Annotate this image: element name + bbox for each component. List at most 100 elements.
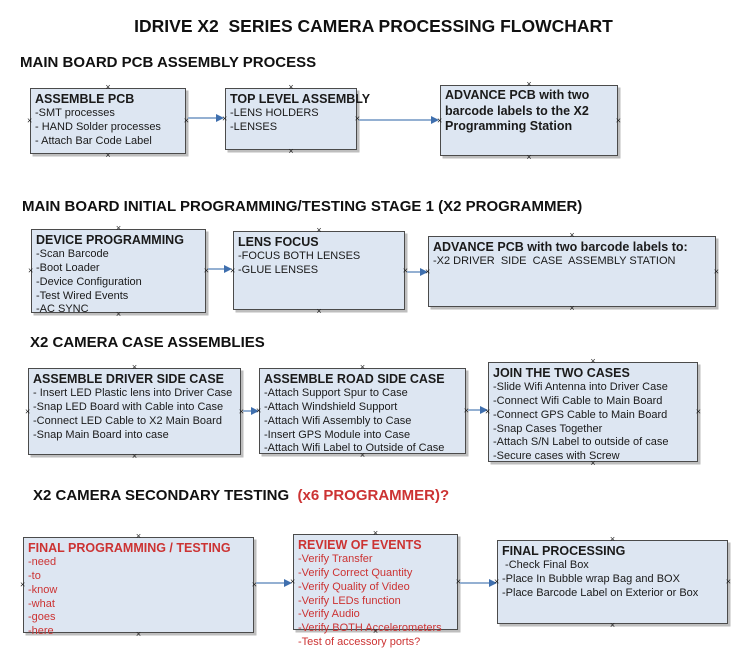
- section-header-initial-programming: MAIN BOARD INITIAL PROGRAMMING/TESTING S…: [22, 198, 583, 215]
- connection-handle-icon: [316, 307, 321, 316]
- section-header-secondary-testing: X2 CAMERA SECONDARY TESTING (x6 PROGRAMM…: [33, 487, 449, 504]
- arrow-head-icon: [480, 405, 488, 414]
- flow-arrow: [459, 578, 497, 588]
- box-title: ASSEMBLE ROAD SIDE CASE: [264, 372, 445, 386]
- box-line: -LENSES: [230, 121, 278, 133]
- flow-box-lens-focus: LENS FOCUS -FOCUS BOTH LENSES -GLUE LENS…: [233, 231, 405, 310]
- section-header-red-part: (x6 PROGRAMMER)?: [293, 487, 450, 504]
- arrow-line: [256, 582, 286, 584]
- box-line: -Slide Wifi Antenna into Driver Case: [493, 381, 668, 394]
- box-title: DEVICE PROGRAMMING: [36, 233, 184, 247]
- flow-arrow: [187, 113, 224, 123]
- arrow-head-icon: [420, 267, 428, 276]
- arrow-line: [407, 271, 422, 273]
- box-line: -Check Final Box: [502, 559, 589, 572]
- connection-handle-icon: [616, 116, 621, 125]
- connection-handle-icon: [696, 408, 701, 417]
- box-title: ASSEMBLE PCB: [35, 92, 135, 106]
- box-line: -Place Barcode Label on Exterior or Box: [502, 586, 699, 599]
- box-line: -X2 DRIVER SIDE CASE ASSEMBLY STATION: [433, 255, 676, 268]
- box-line: -AC SYNC: [36, 303, 89, 316]
- flow-box-top-level-assembly: TOP LEVEL ASSEMBLY -LENS HOLDERS -LENSES: [225, 88, 371, 150]
- box-line: -Scan Barcode: [36, 248, 109, 261]
- flow-arrow: [255, 578, 292, 588]
- connection-handle-icon: [569, 304, 574, 313]
- box-line: -Connect LED Cable to X2 Main Board: [33, 414, 222, 427]
- flow-box-assemble-driver-side-case: ASSEMBLE DRIVER SIDE CASE - Insert LED P…: [28, 368, 241, 455]
- flow-box-advance-pcb-programming-station: ADVANCE PCB with two barcode labels to t…: [440, 85, 618, 156]
- box-title: FINAL PROGRAMMING / TESTING: [28, 541, 231, 555]
- box-line: -Snap LED Board with Cable into Case: [33, 401, 224, 413]
- box-line: -know: [28, 583, 58, 596]
- box-line: -goes: [28, 611, 56, 624]
- box-line: -Device Configuration: [36, 275, 142, 288]
- arrow-head-icon: [224, 264, 232, 273]
- connection-handle-icon: [132, 452, 137, 461]
- box-line: -Attach Wifi Assembly to Case: [264, 414, 412, 427]
- flow-box-review-of-events: REVIEW OF EVENTS -Verify Transfer -Verif…: [293, 534, 458, 648]
- box-title: LENS FOCUS: [238, 235, 319, 249]
- page-title: IDRIVE X2 SERIES CAMERA PROCESSING FLOWC…: [134, 16, 613, 36]
- section-header-case-assemblies: X2 CAMERA CASE ASSEMBLIES: [30, 334, 265, 351]
- connection-handle-icon: [526, 153, 531, 162]
- flow-box-final-processing: FINAL PROCESSING -Check Final Box -Place…: [497, 540, 728, 624]
- box-title: FINAL PROCESSING: [502, 544, 626, 558]
- box-title: JOIN THE TWO CASES: [493, 366, 630, 380]
- flow-arrow: [242, 406, 259, 416]
- section-header-pcb-assembly: MAIN BOARD PCB ASSEMBLY PROCESS: [20, 54, 317, 71]
- box-line: -here: [28, 625, 54, 637]
- arrow-line: [359, 119, 433, 121]
- connection-handle-icon: [105, 151, 110, 160]
- arrow-head-icon: [284, 578, 292, 587]
- box-line: -Connect Wifi Cable to Main Board: [493, 395, 663, 407]
- box-line: -Place In Bubble wrap Bag and BOX: [502, 573, 680, 585]
- connection-handle-icon: [726, 578, 731, 587]
- arrow-line: [460, 582, 491, 584]
- box-line: -LENS HOLDERS: [230, 107, 319, 120]
- box-line: - Attach Bar Code Label: [35, 134, 152, 147]
- box-line: -GLUE LENSES: [238, 264, 319, 276]
- flow-box-assemble-road-side-case: ASSEMBLE ROAD SIDE CASE -Attach Support …: [259, 368, 466, 454]
- connection-handle-icon: [610, 621, 615, 630]
- connection-handle-icon: [20, 581, 25, 590]
- box-line: -Test of accessory ports?: [298, 635, 421, 648]
- flow-box-join-the-two-cases: JOIN THE TWO CASES -Slide Wifi Antenna i…: [488, 362, 698, 462]
- box-line: -Attach Windshield Support: [264, 401, 398, 413]
- box-line: -Verify Quality of Video: [298, 580, 410, 593]
- flow-arrow: [358, 115, 439, 125]
- arrow-head-icon: [216, 113, 224, 122]
- flow-box-device-programming: DEVICE PROGRAMMING -Scan Barcode -Boot L…: [28, 229, 206, 315]
- connection-handle-icon: [28, 267, 33, 276]
- connection-handle-icon: [27, 117, 32, 126]
- box-line: -Verify Audio: [298, 608, 360, 621]
- flow-arrow: [406, 267, 428, 277]
- arrow-line: [243, 410, 253, 412]
- box-line: -to: [28, 570, 41, 582]
- connection-handle-icon: [714, 267, 719, 276]
- box-line: -FOCUS BOTH LENSES: [238, 250, 361, 263]
- box-line: -SMT processes: [35, 107, 115, 120]
- box-line: -Snap Main Board into case: [33, 428, 169, 441]
- arrow-line: [468, 409, 482, 411]
- box-line: -Verify Correct Quantity: [298, 567, 413, 579]
- box-line: - HAND Solder processes: [35, 121, 161, 133]
- flow-arrow: [467, 405, 488, 415]
- flow-box-final-programming-testing: FINAL PROGRAMMING / TESTING -need -to -k…: [20, 537, 254, 637]
- box-line: -Verify LEDs function: [298, 594, 401, 607]
- box-line: -Secure cases with Screw: [493, 450, 620, 462]
- flow-box-assemble-pcb: ASSEMBLE PCB -SMT processes - HAND Solde…: [30, 88, 186, 154]
- box-title: TOP LEVEL ASSEMBLY: [230, 92, 371, 106]
- flow-box-advance-pcb-driver-side-station: ADVANCE PCB with two barcode labels to: …: [428, 236, 716, 307]
- box-line: -need: [28, 556, 57, 569]
- arrow-line: [208, 268, 226, 270]
- arrow-line: [188, 117, 218, 119]
- box-line: -Attach Wifi Label to Outside of Case: [264, 442, 445, 455]
- connection-handle-icon: [25, 407, 30, 416]
- box-line: -what: [28, 597, 55, 610]
- box-line: -Test Wired Events: [36, 289, 129, 302]
- section-header-black-part: X2 CAMERA SECONDARY TESTING: [33, 487, 294, 504]
- box-line: -Boot Loader: [36, 262, 100, 274]
- box-title: ADVANCE PCB with two barcode labels to:: [433, 240, 688, 254]
- arrow-head-icon: [489, 578, 497, 587]
